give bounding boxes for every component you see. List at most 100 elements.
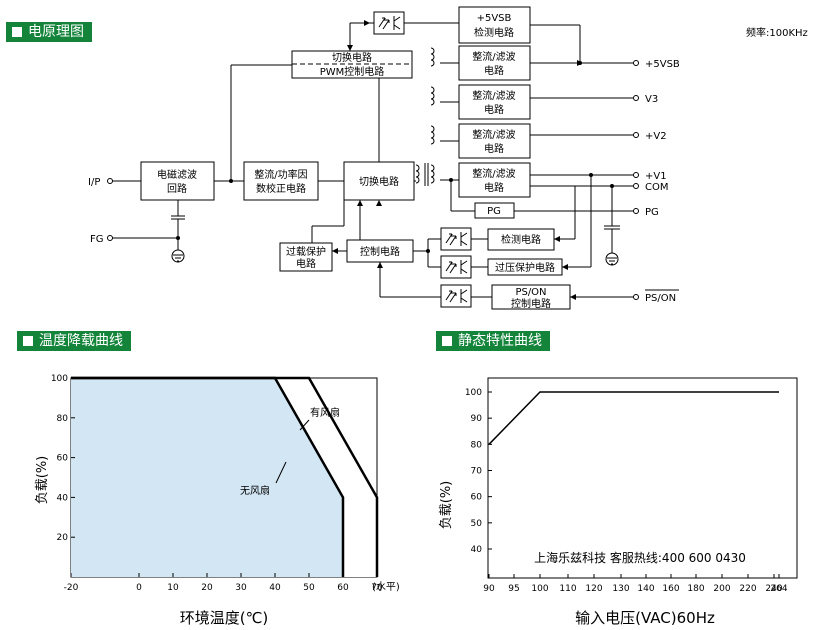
static-ylabel: 负载(%) xyxy=(439,481,454,530)
x-tick-label: 100 xyxy=(531,584,548,594)
x-tick-label: 120 xyxy=(585,584,602,594)
arrow-icon xyxy=(377,262,383,268)
x-tick-label: 220 xyxy=(739,584,756,594)
overload-line2: 电路 xyxy=(296,257,316,270)
optocoupler-icon xyxy=(373,11,405,35)
x-tick-label: 160 xyxy=(662,584,679,594)
rect-v3-line2: 电路 xyxy=(484,103,504,116)
switch-block: 切换电路 xyxy=(343,161,415,201)
nofan-region xyxy=(71,378,343,577)
y-tick-label: 40 xyxy=(57,493,69,503)
terminal-v2: +V2 xyxy=(645,131,667,142)
rect-v2-line1: 整流/滤波 xyxy=(472,128,515,141)
arrow-icon xyxy=(332,248,338,254)
emi-line2: 回路 xyxy=(167,182,187,195)
derating-xlabel: 环境温度(℃) xyxy=(180,609,269,627)
y-tick-label: 90 xyxy=(471,414,483,424)
rect-5vsb-line1: 整流/滤波 xyxy=(472,50,515,63)
y-tick-label: 70 xyxy=(471,467,483,477)
square-bullet-icon xyxy=(442,336,452,346)
rect-v2-block: 整流/滤波 电路 xyxy=(458,123,531,159)
arrow-icon xyxy=(376,200,382,206)
optocoupler-icon xyxy=(440,284,472,308)
terminal-ip: I/P xyxy=(88,177,100,188)
overload-line1: 过载保护 xyxy=(286,245,326,258)
pg-block-label: PG xyxy=(487,206,501,217)
x-tick-label: 264 xyxy=(770,584,787,594)
x-tick-label: 140 xyxy=(637,584,654,594)
square-bullet-icon xyxy=(23,336,33,346)
arrow-icon xyxy=(562,264,568,270)
x-unit: (水平) xyxy=(372,581,400,593)
y-tick-label: 80 xyxy=(471,440,483,450)
x-tick-label: 130 xyxy=(612,584,629,594)
y-tick-label: 50 xyxy=(471,519,483,529)
x-tick-label: 20 xyxy=(201,583,213,593)
x-tick-label: 10 xyxy=(167,583,179,593)
frequency-label: 频率:100KHz xyxy=(746,26,808,39)
transformer-coil-icon xyxy=(430,86,435,106)
optocoupler-icon xyxy=(440,227,472,251)
x-tick-label: 70 xyxy=(371,583,383,593)
arrow-icon xyxy=(347,45,353,51)
static-xlabel: 输入电压(VAC)60Hz xyxy=(575,609,715,627)
y-tick-label: 60 xyxy=(471,493,483,503)
x-tick-label: 90 xyxy=(483,584,495,594)
arrow-icon xyxy=(554,236,560,242)
terminal-com: COM xyxy=(645,182,668,193)
ovp-label: 过压保护电路 xyxy=(495,261,555,274)
control-label: 控制电路 xyxy=(360,245,400,258)
x-tick-label: 60 xyxy=(337,583,349,593)
arrow-icon xyxy=(364,20,370,26)
x-tick-label: 30 xyxy=(235,583,247,593)
rect-v1-line2: 电路 xyxy=(484,181,504,194)
series-line-fan xyxy=(71,376,379,577)
terminal-v1: +V1 xyxy=(645,171,667,182)
x-tick-label: 50 xyxy=(303,583,315,593)
x-tick-label: 200 xyxy=(713,584,730,594)
ovp-block: 过压保护电路 xyxy=(487,258,563,276)
pfc-line2: 数校正电路 xyxy=(256,182,306,195)
pwm-block: 切换电路 PWM控制电路 xyxy=(291,50,413,79)
overload-block: 过载保护 电路 xyxy=(279,242,333,272)
x-tick-label: 40 xyxy=(269,583,281,593)
rect-v3-line1: 整流/滤波 xyxy=(472,89,515,102)
x-tick-label: 110 xyxy=(559,584,576,594)
y-tick-label: 60 xyxy=(57,454,69,464)
transformer-coil-icon xyxy=(430,47,435,67)
x-tick-label: -20 xyxy=(64,583,79,593)
pg-block: PG xyxy=(474,202,515,219)
transformer-coil-icon xyxy=(415,164,420,184)
detect-5vsb-line2: 检测电路 xyxy=(474,26,514,39)
terminal-5vsb: +5VSB xyxy=(645,59,680,70)
rect-5vsb-line2: 电路 xyxy=(484,64,504,77)
detect-5vsb-block: +5VSB 检测电路 xyxy=(458,6,531,44)
control-block: 控制电路 xyxy=(346,239,414,263)
square-bullet-icon xyxy=(12,27,22,37)
rect-v2-line2: 电路 xyxy=(484,142,504,155)
pson-block: PS/ON 控制电路 xyxy=(491,284,571,310)
rect-v1-line1: 整流/滤波 xyxy=(472,167,515,180)
pwm-line2: PWM控制电路 xyxy=(320,65,385,78)
rect-v3-block: 整流/滤波 电路 xyxy=(458,84,531,120)
x-tick-label: 95 xyxy=(508,584,519,594)
y-tick-label: 100 xyxy=(51,374,68,384)
terminal-v3: V3 xyxy=(645,94,658,105)
arrow-icon xyxy=(570,294,576,300)
derating-title: 温度降载曲线 xyxy=(39,333,123,349)
emi-filter-block: 电磁滤波 回路 xyxy=(140,161,215,201)
schematic-diagram: 频率:100KHz 电磁滤波 回路 整流/功率因 数校正电路 切换电路 切换电路… xyxy=(88,6,808,310)
x-tick-label: 0 xyxy=(136,583,142,593)
static-section-label: 静态特性曲线 xyxy=(436,331,550,351)
watermark-text: 上海乐兹科技 客服热线:400 600 0430 xyxy=(534,550,746,565)
terminal-pson: PS/ON xyxy=(645,293,676,304)
rect-5vsb-block: 整流/滤波 电路 xyxy=(458,45,531,81)
x-tick-label: 180 xyxy=(687,584,704,594)
x-tick-label: 240 xyxy=(765,584,782,594)
pson-block-line2: 控制电路 xyxy=(511,297,551,310)
y-tick-label: 20 xyxy=(57,533,69,543)
ground-icon xyxy=(171,249,185,263)
wiring xyxy=(112,22,633,298)
